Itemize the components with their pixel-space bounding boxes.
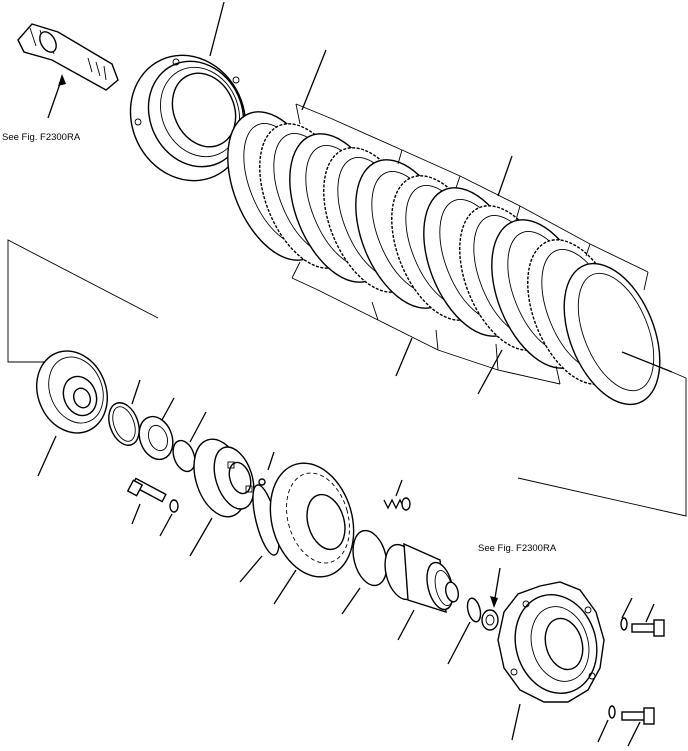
end-plate bbox=[563, 262, 661, 406]
washer-left bbox=[169, 499, 179, 513]
leader-piston bbox=[273, 569, 297, 605]
output-hub bbox=[384, 542, 460, 613]
leader-end-plate bbox=[621, 351, 673, 373]
bearing-1 bbox=[138, 415, 174, 461]
leader-piston-hub bbox=[189, 517, 213, 557]
leader-disc-b bbox=[497, 155, 513, 197]
ring-gear-housing bbox=[129, 54, 247, 182]
leader-washer-right-upper bbox=[621, 597, 633, 619]
snap-ring-1 bbox=[108, 402, 140, 446]
leader-snap-ring-1 bbox=[131, 379, 141, 405]
left-bracket bbox=[7, 239, 159, 363]
leader-carrier bbox=[37, 435, 57, 477]
clutch-piston bbox=[269, 462, 355, 578]
snap-ring-3 bbox=[466, 597, 482, 623]
bolt-right-upper bbox=[631, 619, 665, 637]
planet-carrier bbox=[36, 350, 108, 434]
leader-disc-c bbox=[395, 337, 413, 377]
housing-cover bbox=[497, 581, 605, 703]
pin bbox=[258, 478, 266, 486]
arrow-bearing-ref bbox=[490, 596, 498, 608]
clutch-disc-stack bbox=[227, 111, 661, 406]
return-spring bbox=[383, 497, 411, 511]
right-bracket bbox=[517, 371, 687, 517]
bolt-left bbox=[126, 477, 167, 503]
o-ring bbox=[352, 529, 388, 587]
leader-bolt-right-upper bbox=[645, 603, 655, 623]
reference-label-bottom: See Fig. F2300RA bbox=[478, 543, 557, 554]
leader-snap-ring-3 bbox=[447, 621, 471, 665]
leader-bearing-1 bbox=[161, 397, 175, 421]
reference-label-top: See Fig. F2300RA bbox=[2, 132, 81, 143]
arrow-shaft-ref bbox=[58, 74, 66, 86]
leader-housing bbox=[209, 1, 225, 57]
leader-bolt-right-lower bbox=[627, 721, 641, 747]
leader-spring bbox=[395, 479, 403, 497]
snap-ring-2 bbox=[172, 439, 196, 473]
leader-pin bbox=[267, 451, 275, 471]
leader-disc-a bbox=[301, 49, 327, 111]
leader-snap-ring-2 bbox=[189, 411, 207, 443]
leader-disc-d bbox=[477, 349, 503, 395]
leader-bolt-left bbox=[131, 503, 141, 525]
leader-output-hub bbox=[397, 609, 415, 641]
bearing-2 bbox=[481, 609, 499, 631]
leader-housing-cover bbox=[511, 703, 521, 741]
disc-group-brackets bbox=[291, 103, 649, 385]
washer-right-upper bbox=[620, 617, 628, 631]
leader-washer-left bbox=[159, 513, 173, 537]
bolt-right-lower bbox=[621, 707, 655, 725]
leader-seal-ring bbox=[239, 555, 263, 583]
splined-shaft bbox=[17, 23, 119, 91]
piston-hub bbox=[193, 438, 255, 518]
leader-o-ring bbox=[341, 587, 361, 615]
washer-right-lower bbox=[608, 705, 616, 719]
leader-washer-right-lower bbox=[597, 719, 609, 743]
